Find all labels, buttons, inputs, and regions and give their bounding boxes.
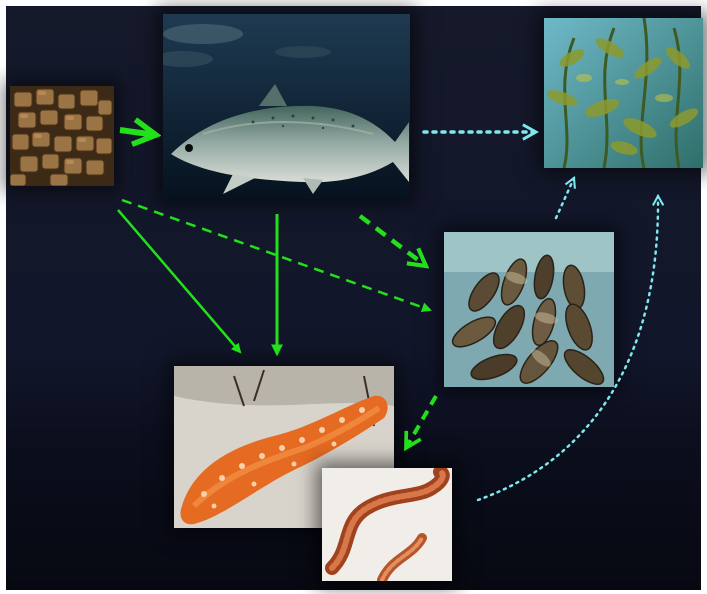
arrow-worm-to-kelp xyxy=(478,196,658,500)
arrow-mussels-to-sea-cucumber xyxy=(406,396,436,448)
arrow-mussels-to-kelp xyxy=(556,178,574,218)
arrow-salmon-to-mussels xyxy=(360,216,426,266)
arrow-feed-to-salmon xyxy=(120,130,156,135)
arrow-feed-to-sea-cucumber xyxy=(118,210,240,352)
